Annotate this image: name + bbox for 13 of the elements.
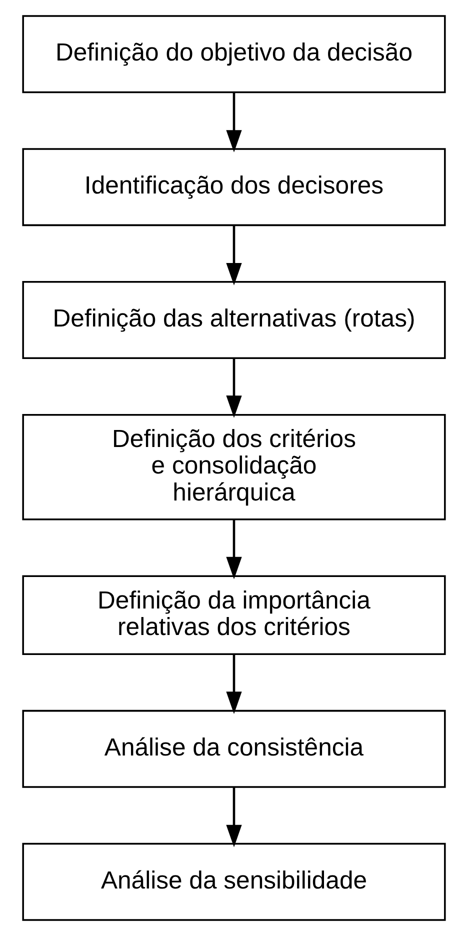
node-box: Identificação dos decisores (22, 148, 446, 226)
node-box: Análise da consistência (22, 710, 446, 788)
arrow (226, 519, 242, 580)
node-box: Definição dos critérios e consolidação hierárquica (22, 414, 446, 520)
arrow (226, 654, 242, 714)
node-box: Definição das alternativas (rotas) (22, 281, 446, 359)
node-box: Definição da importância relativas dos critérios (22, 575, 446, 655)
arrow (226, 92, 242, 152)
node-box: Análise da sensibilidade (22, 842, 446, 921)
node-box: Definição do objetivo da decisão (22, 15, 446, 94)
arrow (226, 226, 242, 286)
arrow (226, 787, 242, 848)
arrow (226, 358, 242, 418)
